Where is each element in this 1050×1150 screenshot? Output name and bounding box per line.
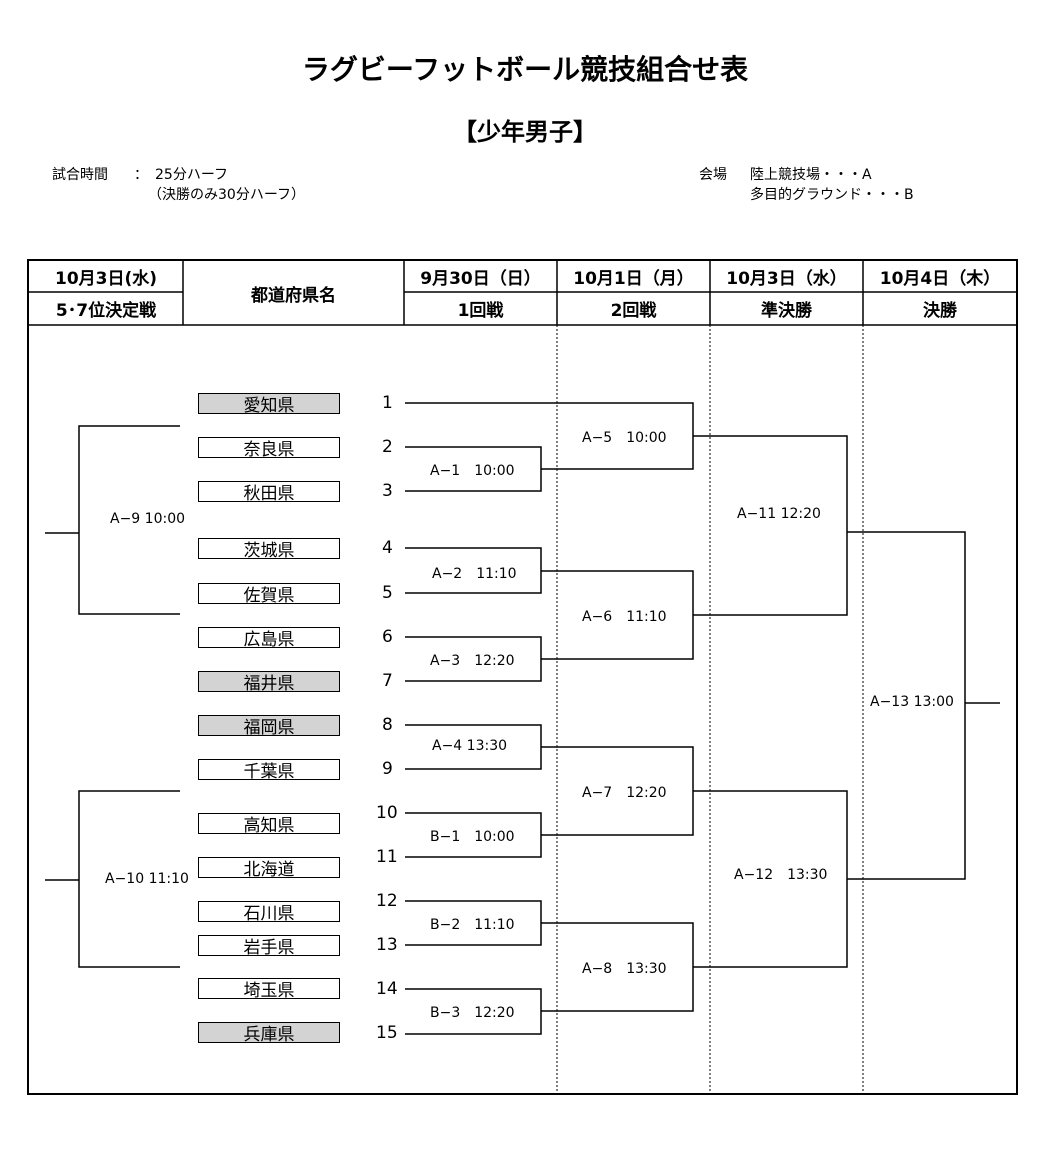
match-label: B−3 12:20	[430, 1005, 515, 1021]
time-label: 試合時間	[52, 167, 108, 183]
team-name: 広島県	[243, 630, 295, 650]
match-label: A−13 13:00	[870, 694, 954, 710]
team-name: 兵庫県	[243, 1025, 295, 1045]
page-title: ラグビーフットボール競技組合せ表	[301, 53, 749, 86]
team-number: 5	[382, 583, 393, 603]
team-name: 岩手県	[243, 938, 295, 958]
match-label: A−12 13:30	[734, 867, 828, 883]
team-box: 福井県	[198, 671, 340, 694]
team-number: 2	[382, 437, 393, 457]
team-box: 秋田県	[198, 481, 340, 504]
team-number: 8	[382, 715, 393, 735]
team-name: 佐賀県	[243, 586, 295, 606]
team-number: 4	[382, 538, 393, 558]
time-note: （決勝のみ30分ハーフ）	[148, 187, 305, 203]
header-placement-round: 5･7位決定戦	[55, 301, 157, 321]
team-name: 茨城県	[243, 541, 295, 561]
venue-b: 多目的グラウンド・・・B	[750, 187, 914, 203]
team-box: 茨城県	[198, 538, 340, 561]
team-number: 14	[376, 979, 398, 999]
team-number: 7	[382, 671, 393, 691]
match-label: A−9 10:00	[110, 511, 186, 527]
team-box: 兵庫県	[198, 1022, 340, 1045]
match-label: B−2 11:10	[430, 917, 515, 933]
time-colon: ：	[134, 167, 148, 183]
header-semi: 準決勝	[761, 301, 812, 321]
team-box: 佐賀県	[198, 583, 340, 606]
team-number: 9	[382, 759, 393, 779]
page-subtitle: 【少年男子】	[453, 118, 597, 146]
time-value: 25分ハーフ	[155, 167, 228, 183]
team-box: 広島県	[198, 627, 340, 650]
team-number: 11	[376, 847, 398, 867]
team-box: 愛知県	[198, 393, 340, 416]
team-name: 北海道	[243, 860, 295, 880]
match-label: A−5 10:00	[582, 430, 667, 446]
match-label: A−7 12:20	[582, 785, 667, 801]
team-name: 秋田県	[243, 484, 295, 504]
match-label: A−8 13:30	[582, 961, 667, 977]
venue-a: 陸上競技場・・・A	[750, 167, 872, 183]
team-name: 福井県	[243, 674, 295, 694]
header-semi-date: 10月3日（水）	[726, 269, 847, 289]
team-name: 愛知県	[243, 396, 295, 416]
header-placement-date: 10月3日(水)	[54, 269, 158, 289]
match-label: A−10 11:10	[105, 871, 189, 887]
match-label: B−1 10:00	[430, 829, 515, 845]
team-number: 6	[382, 627, 393, 647]
team-name: 奈良県	[243, 440, 295, 460]
team-box: 高知県	[198, 813, 340, 836]
team-box: 奈良県	[198, 437, 340, 460]
header-final-date: 10月4日（木）	[879, 269, 1001, 289]
team-name: 福岡県	[243, 718, 295, 738]
team-box: 北海道	[198, 857, 340, 880]
team-number: 12	[376, 891, 398, 911]
team-box: 岩手県	[198, 935, 340, 958]
team-name: 高知県	[243, 816, 295, 836]
match-label: A−2 11:10	[432, 566, 517, 582]
header-round1-date: 9月30日（日）	[420, 269, 541, 289]
team-box: 埼玉県	[198, 978, 340, 1001]
venue-label: 会場	[699, 167, 727, 183]
team-name: 埼玉県	[243, 981, 295, 1001]
team-number: 10	[376, 803, 398, 823]
team-name: 石川県	[243, 904, 295, 924]
team-number: 13	[376, 935, 398, 955]
match-label: A−11 12:20	[737, 506, 821, 522]
team-box: 福岡県	[198, 715, 340, 738]
match-label: A−4 13:30	[432, 738, 508, 754]
team-name: 千葉県	[243, 762, 295, 782]
header-round2-date: 10月1日（月）	[573, 269, 694, 289]
team-box: 石川県	[198, 901, 340, 924]
header-round2: 2回戦	[610, 301, 657, 321]
header-round1: 1回戦	[457, 301, 504, 321]
team-number: 1	[382, 393, 393, 413]
team-number: 3	[382, 481, 393, 501]
match-label: A−6 11:10	[582, 609, 667, 625]
header-final: 決勝	[923, 301, 957, 321]
team-box: 千葉県	[198, 759, 340, 782]
match-label: A−3 12:20	[430, 653, 515, 669]
team-number: 15	[376, 1023, 398, 1043]
header-prefecture: 都道府県名	[251, 285, 336, 306]
match-label: A−1 10:00	[430, 463, 515, 479]
